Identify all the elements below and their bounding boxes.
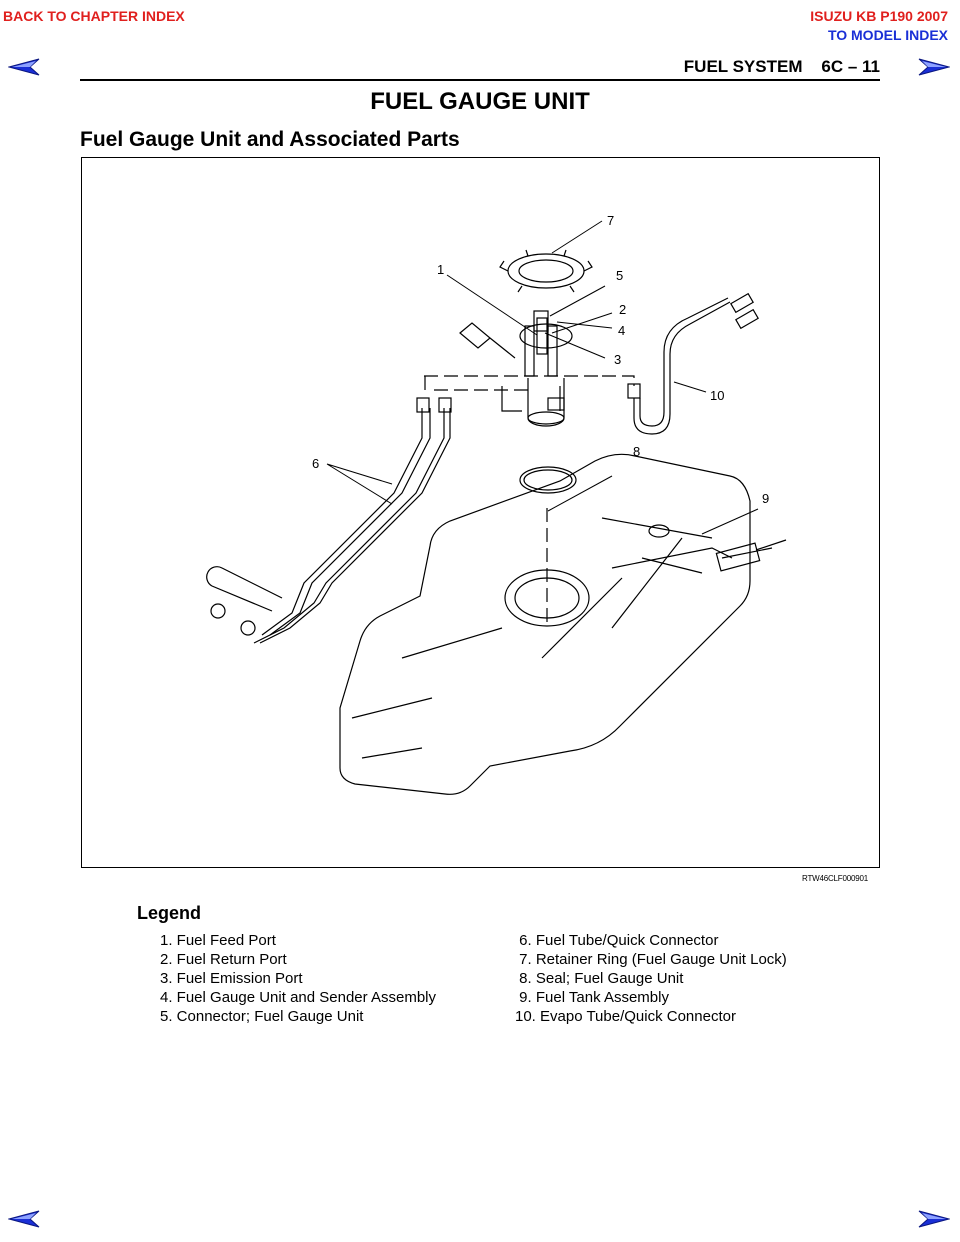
right-arrow-icon[interactable]	[918, 58, 950, 76]
legend-title: Legend	[137, 903, 202, 923]
callout-2: 2	[619, 302, 626, 317]
legend-item: 5. Connector; Fuel Gauge Unit	[160, 1008, 364, 1025]
subsection-title: Fuel Gauge Unit and Associated Parts	[80, 128, 460, 151]
legend-item: 3. Fuel Emission Port	[160, 970, 303, 987]
figure-code: RTW46CLF000901	[802, 874, 868, 883]
gauge-unit-drawing	[459, 310, 573, 427]
to-model-index-link[interactable]: TO MODEL INDEX	[827, 27, 948, 43]
legend-item: 2. Fuel Return Port	[160, 951, 287, 968]
callout-1: 1	[437, 262, 444, 277]
fuel-tube-drawing	[206, 397, 452, 644]
legend-item: 1. Fuel Feed Port	[160, 932, 276, 949]
right-arrow-icon[interactable]	[918, 1210, 950, 1228]
callout-5: 5	[616, 268, 623, 283]
fuel-gauge-diagram: 1 2 3 4 5 6 7 8 9 10 RTW46CLF000901	[81, 157, 880, 883]
callout-7: 7	[607, 213, 614, 228]
legend-item: 6. Fuel Tube/Quick Connector	[515, 932, 719, 949]
retainer-ring-drawing	[499, 249, 593, 293]
callout-4: 4	[618, 323, 625, 338]
header-rule	[80, 79, 880, 81]
legend-item: 8. Seal; Fuel Gauge Unit	[515, 970, 684, 987]
legend-right-column: 6. Fuel Tube/Quick Connector 7. Retainer…	[515, 931, 787, 1026]
page-header-title: FUEL SYSTEM 6C – 11	[683, 57, 880, 76]
callout-3: 3	[614, 352, 621, 367]
section-title: FUEL GAUGE UNIT	[370, 88, 590, 115]
fuel-tank-drawing	[339, 453, 787, 795]
left-arrow-icon[interactable]	[8, 58, 40, 76]
model-title-link[interactable]: ISUZU KB P190 2007	[810, 8, 948, 24]
legend-item: 9. Fuel Tank Assembly	[515, 989, 669, 1006]
callout-6: 6	[312, 456, 319, 471]
callout-8: 8	[633, 444, 640, 459]
evapo-tube-drawing	[627, 292, 759, 435]
legend-item: 7. Retainer Ring (Fuel Gauge Unit Lock)	[515, 951, 787, 968]
callout-10: 10	[710, 388, 724, 403]
back-to-chapter-index-link[interactable]: BACK TO CHAPTER INDEX	[3, 8, 185, 24]
left-arrow-icon[interactable]	[8, 1210, 40, 1228]
callout-9: 9	[762, 491, 769, 506]
seal-drawing	[519, 466, 577, 494]
legend-left-column: 1. Fuel Feed Port 2. Fuel Return Port 3.…	[160, 931, 436, 1026]
legend-item: 10. Evapo Tube/Quick Connector	[515, 1008, 736, 1025]
legend-item: 4. Fuel Gauge Unit and Sender Assembly	[160, 989, 436, 1006]
